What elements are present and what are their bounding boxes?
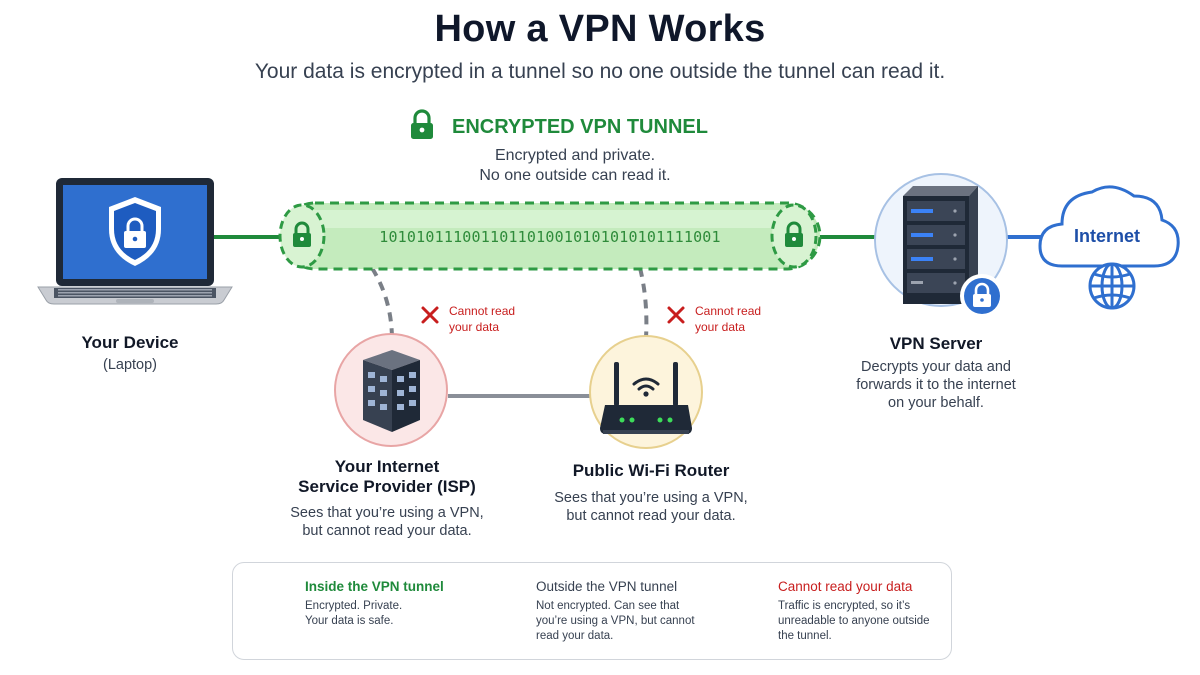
legend-inside: Inside the VPN tunnel Encrypted. Private… [305, 579, 444, 629]
router-dashed-line [638, 267, 649, 339]
legend-outside: Outside the VPN tunnel Not encrypted. Ca… [536, 579, 695, 644]
legend-cannot-line1: Traffic is encrypted, so it’s [778, 600, 911, 612]
isp-x-icon [421, 306, 439, 324]
binary-data-text: 1010101110011011010010101010101111001 [379, 228, 721, 246]
router-x-icon [667, 306, 685, 324]
tunnel-desc-line1: Encrypted and private. [494, 147, 656, 164]
laptop-icon [37, 178, 233, 305]
isp-cannot-line2: your data [449, 320, 500, 334]
legend-cannot: Cannot read your data Traffic is encrypt… [778, 579, 930, 644]
isp-desc-line2: but cannot read your data. [302, 523, 472, 539]
router-cannot-line1: Cannot read [695, 304, 762, 318]
isp-cannot-read: Cannot read your data [449, 303, 515, 335]
legend-outside-title: Outside the VPN tunnel [536, 579, 678, 594]
legend-cannot-line2: unreadable to anyone outside [778, 615, 930, 627]
legend-outside-line3: read your data. [536, 630, 614, 642]
legend-inside-title: Inside the VPN tunnel [305, 579, 444, 594]
router-desc-line2: but cannot read your data. [566, 508, 736, 524]
isp-name-line2: Service Provider (ISP) [298, 477, 476, 496]
page-title: How a VPN Works [434, 8, 766, 50]
tunnel-left-lock-icon [293, 221, 311, 247]
router-label: Public Wi-Fi Router Sees that you’re usi… [526, 461, 776, 525]
legend-inside-line2: Your data is safe. [305, 615, 394, 627]
legend-outside-line2: you’re using a VPN, but cannot [536, 615, 695, 627]
vpn-server-icon [874, 173, 1008, 318]
heading-lock-icon [411, 109, 433, 139]
router-cannot-read: Cannot read your data [695, 303, 761, 335]
globe-icon [1088, 262, 1136, 310]
page-subtitle: Your data is encrypted in a tunnel so no… [254, 60, 946, 83]
internet-cloud-icon [1038, 185, 1180, 268]
isp-label: Your Internet Service Provider (ISP) See… [262, 457, 512, 540]
legend-inside-line1: Encrypted. Private. [305, 600, 403, 612]
legend-box [232, 562, 952, 660]
isp-dashed-line [370, 266, 394, 341]
router-desc-line1: Sees that you’re using a VPN, [554, 490, 748, 506]
server-name: VPN Server [889, 334, 983, 353]
router-cannot-line2: your data [695, 320, 746, 334]
isp-building-icon [334, 333, 448, 447]
server-desc-line2: forwards it to the internet [856, 377, 1016, 393]
server-desc-line1: Decrypts your data and [861, 359, 1011, 375]
tunnel-description: Encrypted and private. No one outside ca… [400, 146, 750, 186]
isp-name-line1: Your Internet [334, 457, 440, 476]
tunnel-right-lock-icon [785, 221, 803, 247]
router-name: Public Wi-Fi Router [572, 461, 730, 480]
isp-desc-line1: Sees that you’re using a VPN, [290, 505, 484, 521]
server-desc-line3: on your behalf. [888, 395, 984, 411]
wifi-router-icon [589, 335, 703, 449]
tunnel-heading: ENCRYPTED VPN TUNNEL [452, 116, 708, 138]
device-name: Your Device [81, 333, 179, 352]
legend-cannot-title: Cannot read your data [778, 579, 913, 594]
device-sub: (Laptop) [102, 357, 157, 373]
vpn-tunnel [278, 201, 822, 271]
device-label: Your Device (Laptop) [50, 333, 210, 374]
server-label: VPN Server Decrypts your data and forwar… [836, 334, 1036, 412]
legend-cannot-line3: the tunnel. [778, 630, 832, 642]
internet-label: Internet [1074, 226, 1141, 246]
isp-cannot-line1: Cannot read [449, 304, 516, 318]
legend-outside-line1: Not encrypted. Can see that [536, 600, 680, 612]
tunnel-desc-line2: No one outside can read it. [479, 167, 671, 184]
